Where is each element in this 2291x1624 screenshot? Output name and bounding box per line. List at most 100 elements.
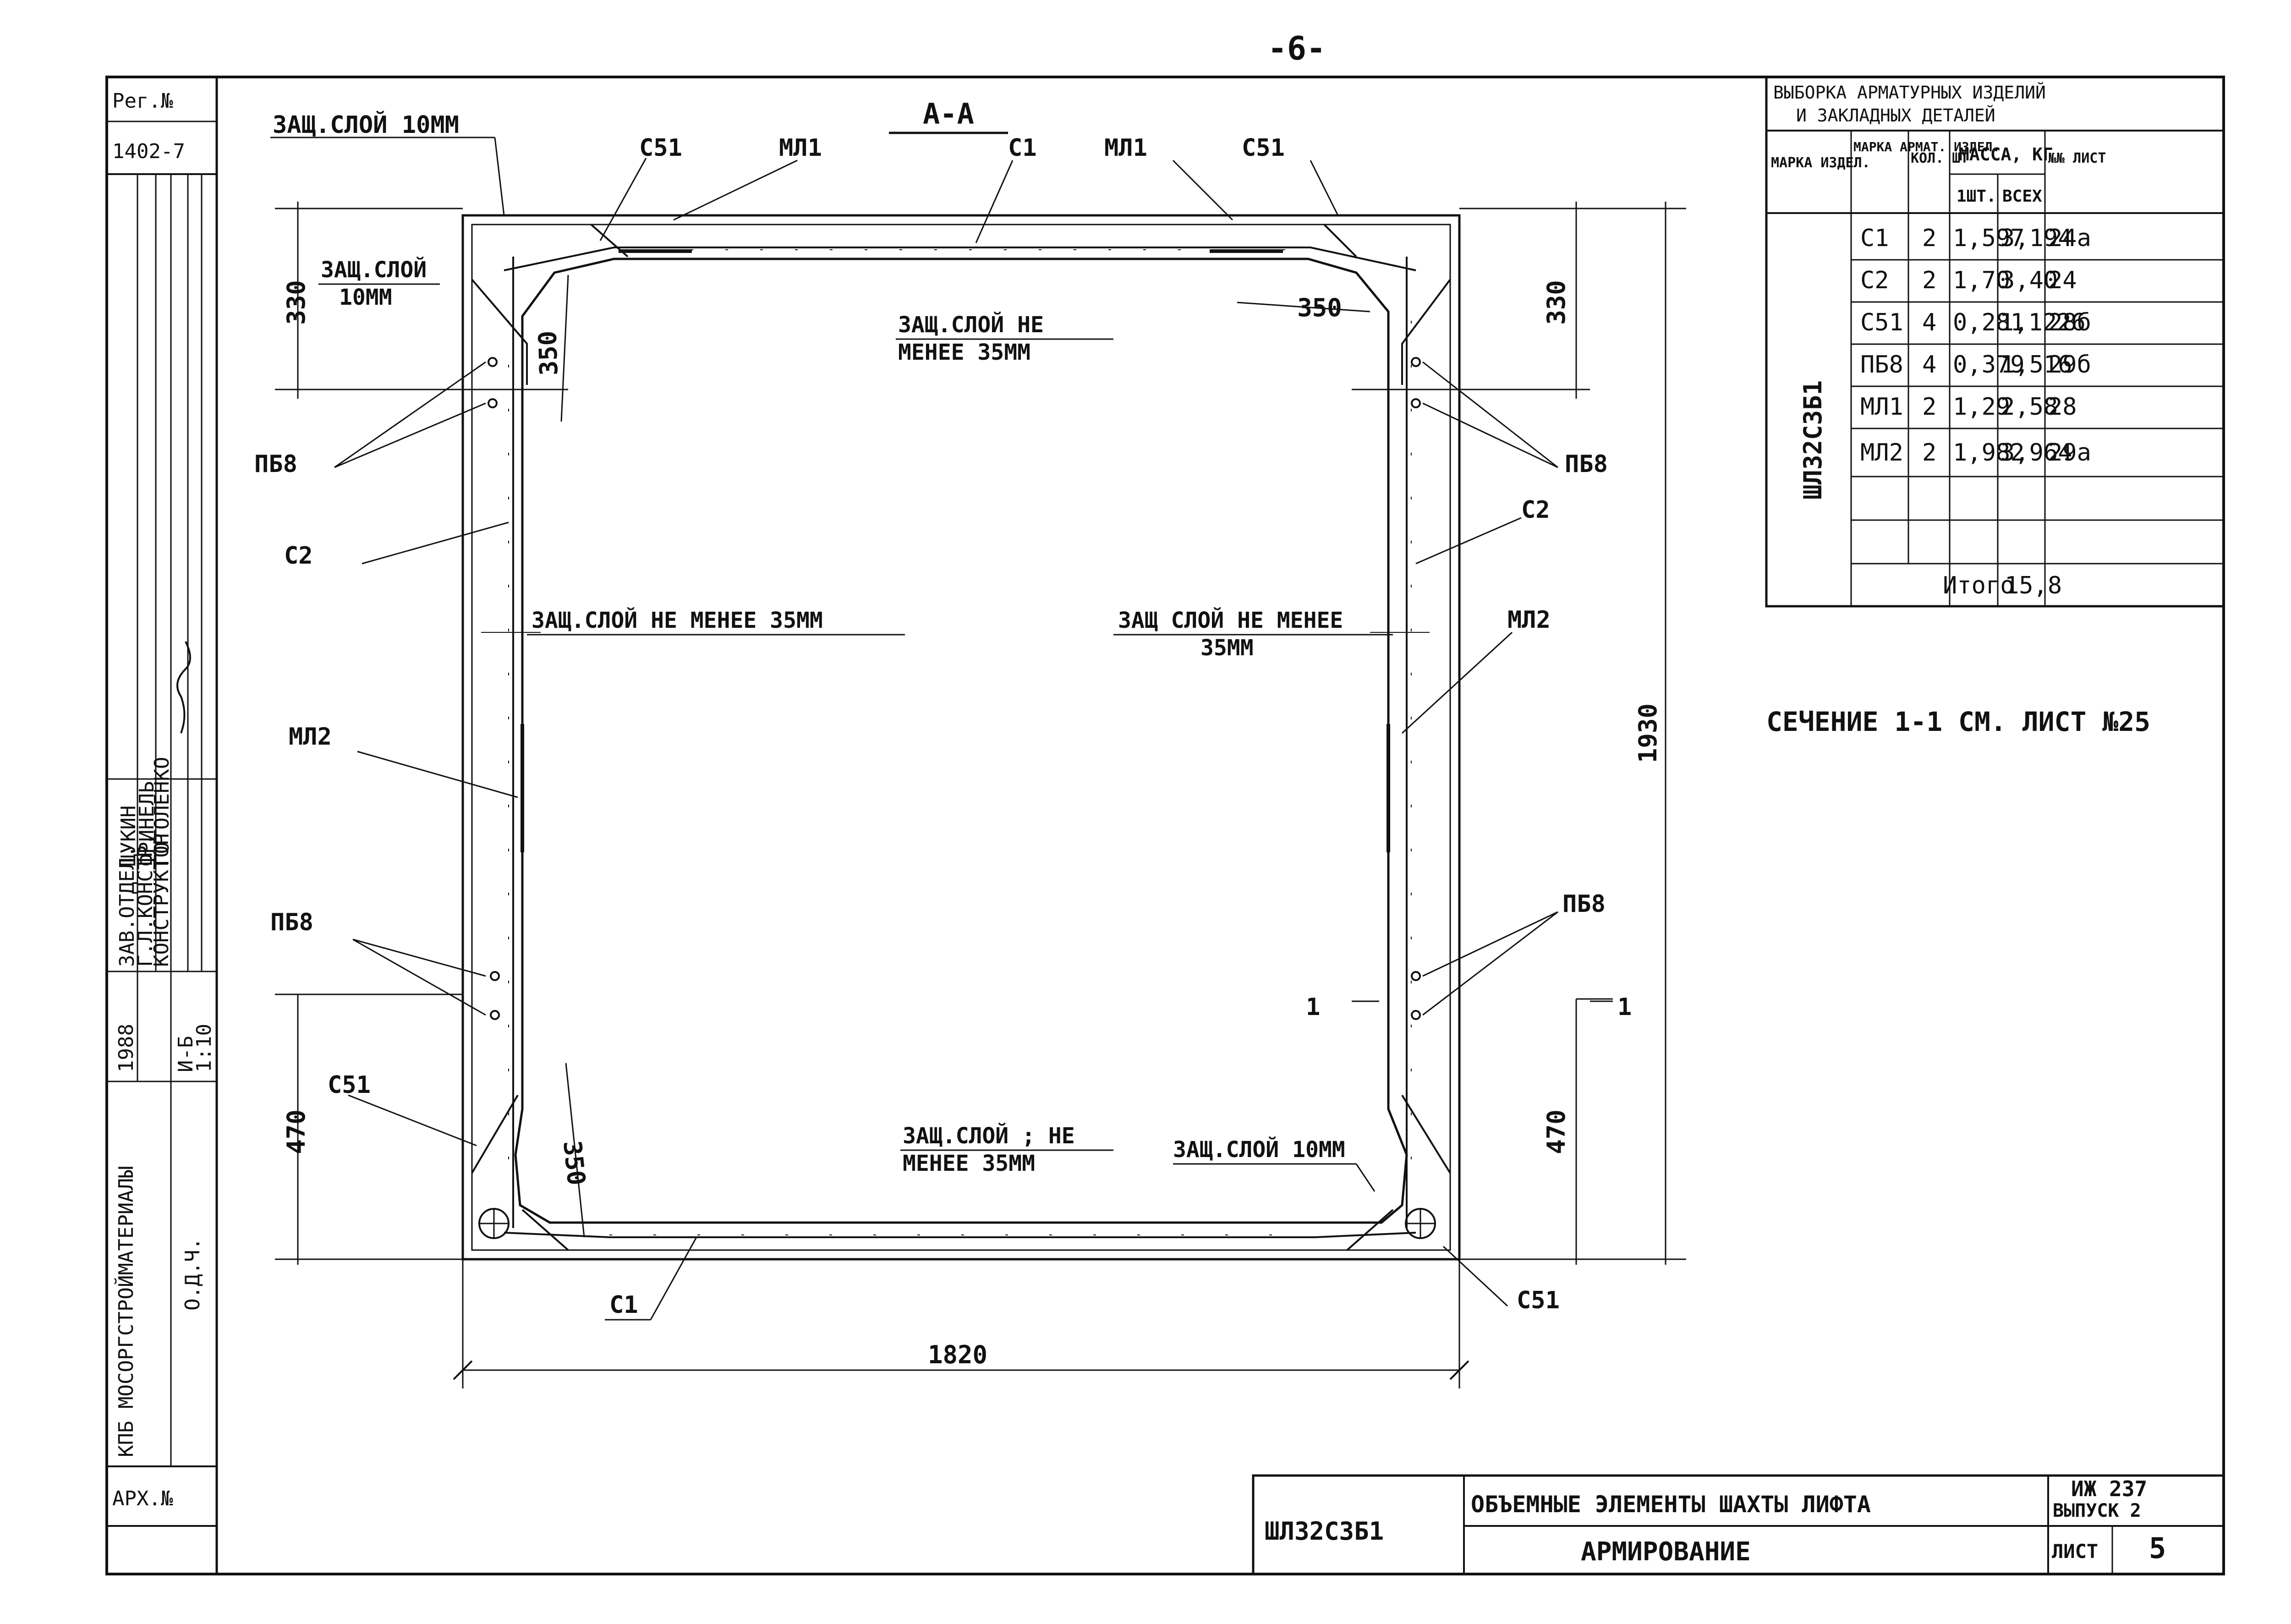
mark-pb8-right-top: ПБ8	[1565, 450, 1608, 478]
spec-row-all: 3,40	[2001, 267, 2058, 294]
prot-bot-a: ЗАЩ.СЛОЙ ; НЕ	[903, 1123, 1075, 1149]
dim-350-top-left: 350	[533, 330, 563, 376]
sheet-frame	[105, 76, 2225, 1575]
dim-top-left: 330	[282, 280, 311, 325]
person-name-1: ФРИНЕЛЬ	[135, 781, 159, 866]
mark-pb8-right-bottom: ПБ8	[1562, 890, 1606, 918]
dim-width: 1820	[928, 1340, 987, 1369]
mark-ml1-top-right: МЛ1	[1104, 134, 1147, 162]
spec-row-qty: 2	[1922, 267, 1936, 294]
spec-title-b: И ЗАКЛАДНЫХ ДЕТАЛЕЙ	[1796, 105, 1995, 126]
mark-labels: ЗАЩ.СЛОЙ 10ММ ЗАЩ.СЛОЙ 10ММ ЗАЩ.СЛОЙ НЕ …	[254, 111, 1632, 1319]
spec-row-4: МЛ1 2 1,29 2,58 28	[1860, 393, 2077, 421]
prot-mid-right-a: ЗАЩ СЛОЙ НЕ МЕНЕЕ	[1118, 607, 1343, 633]
spec-row-qty: 4	[1922, 351, 1936, 379]
mark-c51-bottom-left: С51	[328, 1071, 371, 1099]
person-role-0: ЗАВ.ОТДЕЛ.	[115, 845, 139, 967]
spec-row-sheet: 24	[2048, 267, 2077, 294]
mark-c1-bottom: С1	[609, 1291, 638, 1319]
prot-mid-right-b: 35ММ	[1200, 635, 1254, 661]
reg-label: Рег.№	[112, 89, 173, 113]
prot-top-left: ЗАЩ.СЛОЙ 10ММ	[273, 111, 459, 139]
mark-c2-right: С2	[1521, 496, 1550, 524]
page-number: -6-	[1268, 30, 1326, 67]
spec-h-mass: МАССА, КГ	[1959, 144, 2053, 165]
spec-row-qty: 2	[1922, 439, 1936, 466]
dimension-texts: 1820 1930 330 470 330 470 350 350 350	[282, 280, 1662, 1369]
spec-row-sheet: 28	[2048, 393, 2077, 421]
spec-product: ШЛ32С3Б1	[1798, 380, 1827, 499]
spec-row-mark: ПБ8	[1860, 351, 1903, 379]
title-name: ОБЪЕМНЫЕ ЭЛЕМЕНТЫ ШАХТЫ ЛИФТА	[1471, 1491, 1871, 1518]
spec-row-0: С1 2 1,597 3,194 24а	[1860, 225, 2091, 252]
cut-1-left: 1	[1306, 993, 1320, 1021]
spec-row-one: 0,379	[1953, 351, 2025, 379]
section-ref-note: СЕЧЕНИЕ 1-1 СМ. ЛИСТ №25	[1766, 706, 2150, 737]
mark-c1-top: С1	[1008, 134, 1037, 162]
title-block: ШЛ32С3Б1 ОБЪЕМНЫЕ ЭЛЕМЕНТЫ ШАХТЫ ЛИФТА А…	[1252, 1474, 2225, 1575]
spec-h-sheet: №№ ЛИСТ	[2048, 150, 2106, 166]
mark-pb8-left-bottom: ПБ8	[270, 909, 313, 936]
dim-bottom-left: 470	[282, 1109, 311, 1154]
mark-ml2-right: МЛ2	[1507, 606, 1551, 634]
dim-top-right: 330	[1542, 280, 1571, 325]
spec-row-sheet: 24а	[2048, 225, 2091, 252]
spec-row-one: 0,281	[1953, 309, 2025, 336]
left-stamp: Рег.№ 1402-7 АРХ.№ КПБ МОСОРГСТРОЙМАТЕРИ…	[107, 77, 218, 1574]
spec-row-qty: 2	[1922, 225, 1936, 252]
spec-row-one: 1,70	[1953, 267, 2010, 294]
mark-ml2-left: МЛ2	[289, 723, 332, 751]
prot-bot-b: МЕНЕЕ 35ММ	[903, 1151, 1035, 1176]
prot-left-a: ЗАЩ.СЛОЙ	[321, 257, 427, 283]
org-name: КПБ МОСОРГСТРОЙМАТЕРИАЛЫ	[114, 1166, 138, 1457]
mark-c2-left: С2	[284, 542, 313, 570]
outer-outline	[461, 214, 1461, 1261]
prot-top-a: ЗАЩ.СЛОЙ НЕ	[898, 312, 1044, 338]
spec-row-mark: МЛ1	[1860, 393, 1903, 421]
mark-c51-top-left: С51	[639, 134, 682, 162]
arch-label: АРХ.№	[112, 1487, 173, 1510]
spec-row-mark: С2	[1860, 267, 1889, 294]
dim-350-top-right: 350	[1297, 293, 1342, 322]
spec-row-mark: С51	[1860, 309, 1903, 336]
spec-h-mass-all: ВСЕХ	[2002, 187, 2042, 206]
mark-c51-bottom-right: С51	[1517, 1287, 1560, 1314]
stage: И-Б	[174, 1036, 197, 1072]
dimension-lines	[275, 202, 1686, 1388]
prot-mid-left: ЗАЩ.СЛОЙ НЕ МЕНЕЕ 35ММ	[532, 607, 823, 633]
title-issue: ВЫПУСК 2	[2053, 1500, 2141, 1521]
dim-bottom-right: 470	[1542, 1109, 1571, 1154]
title-series: ИЖ 237	[2071, 1476, 2147, 1501]
person-name-0: ЩУКИН	[117, 806, 140, 866]
section-drawing	[461, 214, 1461, 1261]
inner-opening	[514, 258, 1408, 1224]
spec-row-one: 1,29	[1953, 393, 2010, 421]
spec-row-sheet: 29б	[2048, 351, 2091, 379]
dim-height: 1930	[1633, 703, 1662, 763]
spec-h-mass-one: 1ШТ.	[1957, 187, 1996, 206]
person-role-2: КОНСТРУКТОР	[150, 834, 173, 967]
spec-row-3: ПБ8 4 0,379 1,516 29б	[1860, 351, 2091, 379]
spec-total-value: 15,8	[2005, 572, 2062, 599]
spec-total-label: Итого	[1943, 572, 2015, 599]
spec-row-one: 1,982	[1953, 439, 2025, 466]
spec-h-qty: КОЛ. ШТ	[1911, 150, 1968, 166]
mark-ml1-top-left: МЛ1	[779, 134, 822, 162]
spec-title-a: ВЫБОРКА АРМАТУРНЫХ ИЗДЕЛИЙ	[1773, 82, 2046, 103]
section-label: А-А	[923, 97, 974, 131]
spec-row-1: С2 2 1,70 3,40 24	[1860, 267, 2077, 294]
spec-table: ВЫБОРКА АРМАТУРНЫХ ИЗДЕЛИЙ И ЗАКЛАДНЫХ Д…	[1765, 76, 2225, 608]
spec-row-all: 3,194	[2001, 225, 2072, 252]
sheet-code: О.Д.Ч.	[181, 1238, 204, 1311]
person-role-1: Г.Л.КОНСТР.	[134, 834, 157, 967]
spec-row-2: С51 4 0,281 1,1226 28б	[1860, 309, 2091, 336]
spec-row-qty: 2	[1922, 393, 1936, 421]
spec-h-rebar: МАРКА АРМАТ. ИЗДЕЛ.	[1853, 139, 2000, 154]
spec-row-sheet: 28б	[2048, 309, 2091, 336]
person-name-2: ГОТОЛЕНКО	[150, 757, 174, 866]
spec-h-product: МАРКА ИЗДЕЛ.	[1771, 155, 1870, 171]
spec-row-all: 1,516	[2001, 351, 2072, 379]
spec-row-qty: 4	[1922, 309, 1936, 336]
prot-top-b: МЕНЕЕ 35ММ	[898, 340, 1030, 365]
